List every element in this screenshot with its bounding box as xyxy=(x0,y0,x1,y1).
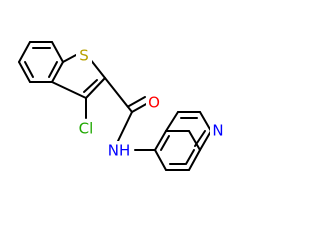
molecule-canvas: S O Cl NH N xyxy=(18,41,226,171)
bond xyxy=(188,149,201,171)
sulfur-atom-label: S xyxy=(79,47,89,65)
bond xyxy=(51,61,64,83)
bond xyxy=(62,54,77,63)
bond xyxy=(51,81,87,99)
double-bond-inner xyxy=(83,79,98,93)
ring-nitrogen-label: N xyxy=(212,122,223,140)
quinoline-pyridine-ring xyxy=(165,111,212,151)
bond xyxy=(154,149,167,171)
bond xyxy=(89,58,106,79)
quinoline-benzo-ring xyxy=(154,130,201,171)
benzene-ring xyxy=(18,41,64,83)
bond xyxy=(188,130,201,151)
chlorine-atom-label: Cl xyxy=(79,120,94,138)
bond xyxy=(51,41,64,63)
bond xyxy=(154,130,167,151)
bond xyxy=(199,130,212,151)
bond xyxy=(199,111,212,132)
bond xyxy=(18,41,31,63)
bond xyxy=(85,77,106,99)
oxygen-atom-label: O xyxy=(148,94,160,112)
amide-group xyxy=(104,77,156,151)
double-bond-inner xyxy=(160,135,170,151)
atom-labels: S O Cl NH N xyxy=(75,47,226,160)
double-bond-inner xyxy=(194,130,206,147)
bond xyxy=(18,61,31,83)
carbonyl-bond xyxy=(128,96,146,107)
amide-nitrogen-label: NH xyxy=(108,142,131,160)
double-bond-inner xyxy=(24,61,34,78)
double-bond-inner xyxy=(185,149,195,165)
bond xyxy=(117,111,133,142)
molecule-structure: S O Cl NH N xyxy=(18,41,226,171)
double-bond-inner xyxy=(48,61,58,78)
thiophene-ring xyxy=(51,54,106,99)
bond xyxy=(104,77,133,113)
carbonyl-bond xyxy=(131,102,149,113)
bond xyxy=(165,111,179,132)
